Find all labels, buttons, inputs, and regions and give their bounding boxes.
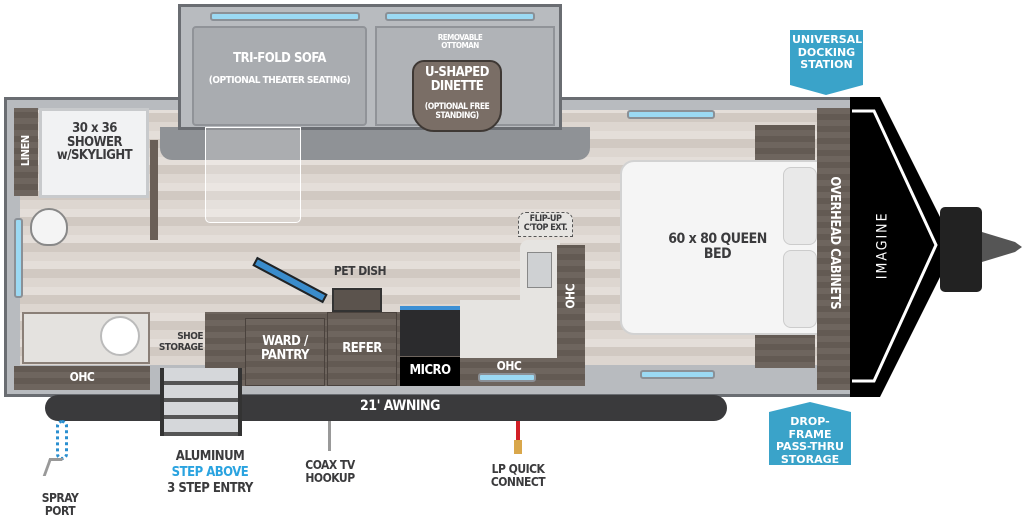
step-label-1: ALUMINUM: [175, 449, 245, 464]
coax-connector-icon: [328, 421, 331, 451]
brand-logo: IMAGINE: [874, 211, 891, 280]
ottoman-label: REMOVABLE OTTOMAN: [437, 33, 483, 51]
refrigerator: [327, 312, 397, 386]
pet-dish-label: PET DISH: [333, 264, 387, 278]
sofa-label: TRI-FOLD SOFA: [233, 51, 326, 66]
pillow: [783, 167, 817, 245]
overhead-cabinets-label: OVERHEAD CABINETS: [826, 176, 842, 310]
linen-label: LINEN: [19, 135, 33, 167]
lp-connector-icon: [516, 421, 520, 443]
wardrobe-pantry: [245, 318, 325, 386]
flip-up-countertop-label: FLIP-UP C'TOP EXT.: [518, 212, 573, 237]
linen-closet: [14, 108, 38, 196]
overhead-cabinets: [817, 108, 851, 390]
spray-nozzle-icon: [42, 458, 64, 476]
dinette-note: (OPTIONAL FREE STANDING): [424, 102, 490, 121]
callout-arrow-up: [769, 402, 851, 412]
ward-pantry-label: WARD / PANTRY: [261, 334, 309, 363]
sofa-pullout-outline: [205, 127, 301, 223]
side-ohc: [557, 245, 585, 386]
window: [385, 12, 535, 21]
step-label-2: STEP ABOVE: [171, 465, 249, 480]
stove: [400, 306, 460, 356]
awning-label: 21' AWNING: [360, 398, 440, 414]
step-label-3: 3 STEP ENTRY: [167, 481, 253, 496]
bath-ohc-label: OHC: [69, 370, 95, 384]
front-cap: [850, 97, 1022, 397]
drop-frame-storage-callout: DROP-FRAME PASS-THRU STORAGE: [769, 412, 851, 466]
spray-port-label: SPRAY PORT: [41, 491, 79, 518]
slide-floor: [160, 127, 590, 160]
window: [627, 110, 715, 119]
tri-fold-sofa: [192, 26, 367, 126]
universal-docking-station-callout: UNIVERSAL DOCKING STATION: [790, 30, 863, 85]
pillow: [783, 250, 817, 328]
shower-label: 30 x 36 SHOWER w/SKYLIGHT: [56, 121, 133, 164]
bed-label: 60 x 80 QUEEN BED: [668, 231, 767, 262]
window: [640, 370, 715, 379]
bath-wall: [150, 140, 158, 240]
entry-steps: [160, 368, 242, 436]
dinette-label: U-SHAPED DINETTE: [425, 65, 489, 94]
sink-icon: [100, 316, 140, 356]
micro-label: MICRO: [409, 363, 451, 378]
nightstand: [755, 125, 815, 160]
sofa-note: (OPTIONAL THEATER SEATING): [208, 75, 351, 86]
lp-fitting-icon: [514, 440, 522, 454]
toilet-icon: [30, 208, 68, 246]
side-ohc-label: OHC: [563, 283, 578, 309]
pet-dish: [332, 288, 382, 312]
nightstand: [755, 333, 815, 368]
coax-label: COAX TV HOOKUP: [305, 458, 355, 485]
microwave: [400, 357, 460, 386]
refer-label: REFER: [342, 341, 382, 356]
bath-ohc: [14, 366, 150, 390]
spray-hose-icon: [56, 420, 68, 460]
callout-arrow-down: [790, 85, 863, 95]
shower: [39, 108, 149, 198]
shoe-storage-label: SHOE STORAGE: [158, 331, 204, 353]
dinette-table: [412, 60, 502, 132]
awning: [45, 395, 727, 421]
kitchen-sink: [527, 252, 552, 288]
lp-label: LP QUICK CONNECT: [490, 462, 546, 489]
galley-ohc-label: OHC: [496, 359, 522, 373]
window: [478, 373, 536, 382]
window: [14, 218, 23, 298]
window: [210, 12, 360, 21]
